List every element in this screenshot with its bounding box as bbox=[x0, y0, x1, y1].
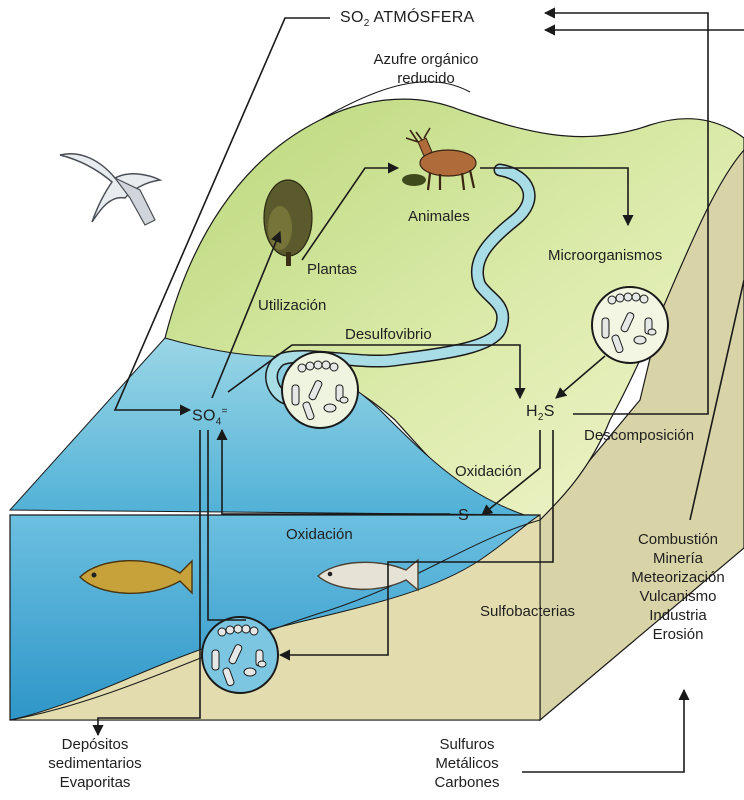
source-item: Meteorización bbox=[612, 568, 744, 587]
human-sources-list: Combustión Minería Meteorización Vulcani… bbox=[612, 530, 744, 644]
utilization-label: Utilización bbox=[258, 296, 326, 315]
sulfides-label: Sulfuros Metálicos Carbones bbox=[412, 735, 522, 792]
oxidation-lower-label: Oxidación bbox=[286, 525, 353, 544]
oxidation-upper-label: Oxidación bbox=[455, 462, 522, 481]
hydrogen-sulfide-label: H2S bbox=[526, 402, 555, 427]
source-item: Combustión bbox=[612, 530, 744, 549]
atmosphere-so2-label: SO2 ATMÓSFERA bbox=[340, 8, 475, 33]
microorganisms-label: Microorganismos bbox=[548, 246, 662, 265]
organic-sulfur-label: Azufre orgánicoreducido bbox=[356, 50, 496, 88]
animals-label: Animales bbox=[408, 207, 470, 226]
decomposition-label: Descomposición bbox=[584, 426, 694, 445]
deposits-label: Depósitos sedimentarios Evaporitas bbox=[20, 735, 170, 792]
bird-icon bbox=[60, 154, 160, 225]
source-item: Industria bbox=[612, 606, 744, 625]
sulfur-label: S bbox=[458, 506, 469, 525]
source-item: Vulcanismo bbox=[612, 587, 744, 606]
plants-label: Plantas bbox=[307, 260, 357, 279]
microbe-cluster-icon bbox=[202, 617, 278, 693]
desulfovibrio-label: Desulfovibrio bbox=[345, 325, 432, 344]
source-item: Erosión bbox=[612, 625, 744, 644]
source-item: Minería bbox=[612, 549, 744, 568]
sulfate-label: SO4= bbox=[192, 402, 228, 432]
microbe-cluster-icon bbox=[592, 287, 668, 363]
sulfobacteria-label: Sulfobacterias bbox=[480, 602, 575, 621]
microbe-cluster-icon bbox=[282, 352, 358, 428]
